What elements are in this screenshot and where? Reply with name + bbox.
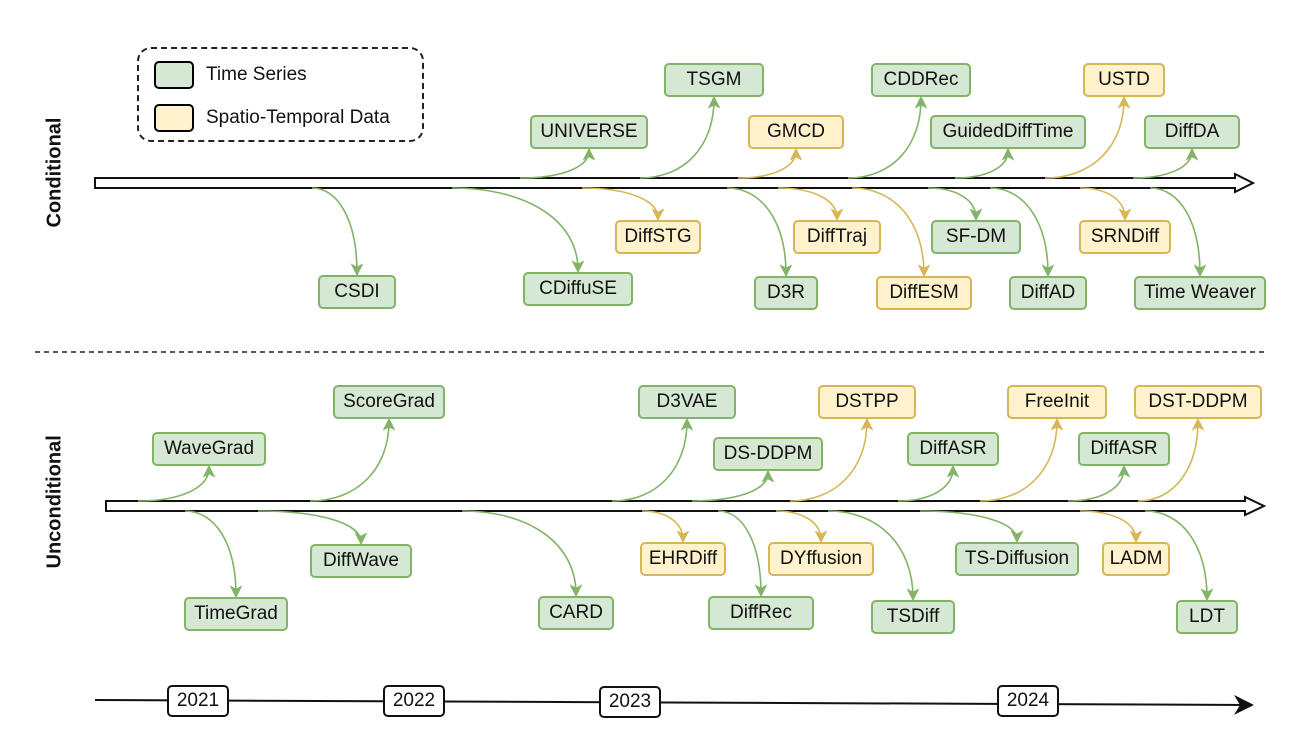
method-node-dstpp: DSTPP — [818, 385, 916, 419]
method-node-ldt: LDT — [1176, 600, 1238, 634]
conditional-section-label: Conditional — [43, 117, 66, 228]
connector-arrow — [611, 417, 694, 502]
legend: Time Series Spatio-Temporal Data — [137, 47, 424, 142]
method-node-cdiffuse: CDiffuSE — [523, 272, 633, 306]
connector-arrow — [1132, 147, 1199, 179]
method-node-wavegrad: WaveGrad — [152, 432, 266, 466]
method-node-dyffusion: DYffusion — [768, 542, 874, 576]
method-node-timegrad: TimeGrad — [184, 597, 288, 631]
method-node-ds-ddpm: DS-DDPM — [713, 437, 823, 471]
method-node-diffwave: DiffWave — [310, 544, 412, 578]
method-node-diffesm: DiffESM — [876, 276, 972, 310]
unconditional-section-label: Unconditional — [43, 435, 66, 569]
connector-arrow — [777, 187, 844, 222]
method-node-gmcd: GMCD — [748, 115, 844, 149]
method-node-tsdiff: TSDiff — [871, 600, 955, 634]
year-2024: 2024 — [997, 685, 1059, 717]
method-node-scoregrad: ScoreGrad — [333, 385, 445, 419]
method-node-d3vae: D3VAE — [638, 385, 736, 419]
connector-arrow — [1079, 510, 1143, 544]
connector-arrow — [639, 95, 721, 179]
connector-arrow — [184, 510, 243, 599]
method-node-diffad: DiffAD — [1009, 276, 1087, 310]
year-axis-line — [94, 694, 1254, 715]
method-node-cddrec: CDDRec — [871, 63, 971, 97]
method-node-ehrdiff: EHRDiff — [640, 542, 726, 576]
method-node-csdi: CSDI — [318, 275, 396, 309]
connector-arrow — [954, 147, 1015, 179]
connector-arrow — [1067, 464, 1131, 502]
year-2021: 2021 — [167, 685, 229, 717]
method-node-ladm: LADM — [1102, 542, 1170, 576]
method-node-diffasr: DiffASR — [1078, 432, 1170, 466]
legend-swatch-time-series — [154, 61, 194, 89]
legend-label-time-series: Time Series — [206, 64, 307, 85]
method-node-difftraj: DiffTraj — [793, 220, 881, 254]
method-node-guideddifftime: GuidedDiffTime — [930, 115, 1086, 149]
connector-arrow — [919, 510, 1024, 544]
connector-arrow — [851, 187, 931, 278]
method-node-ustd: USTD — [1083, 63, 1165, 97]
method-node-sf-dm: SF-DM — [931, 220, 1021, 254]
connector-arrow — [847, 95, 928, 179]
method-node-card: CARD — [538, 596, 614, 630]
connector-arrow — [1044, 95, 1131, 179]
connector-arrow — [789, 417, 874, 502]
year-2023: 2023 — [599, 686, 661, 718]
connector-arrow — [737, 147, 803, 179]
method-node-diffrec: DiffRec — [708, 596, 814, 630]
conditional-timeline-arrow — [94, 172, 1256, 194]
connector-arrow — [1079, 187, 1132, 222]
year-2022: 2022 — [383, 685, 445, 717]
method-node-tsgm: TSGM — [664, 63, 764, 97]
method-node-time-weaver: Time Weaver — [1134, 276, 1266, 310]
method-node-dst-ddpm: DST-DDPM — [1134, 385, 1262, 419]
connector-arrow — [641, 510, 690, 544]
connector-arrow — [1144, 510, 1214, 602]
connector-arrow — [827, 510, 920, 602]
connector-arrow — [311, 187, 364, 277]
connector-arrow — [717, 510, 768, 598]
connector-arrow — [257, 510, 368, 546]
method-node-srndiff: SRNDiff — [1079, 220, 1171, 254]
legend-label-spatio-temporal: Spatio-Temporal Data — [206, 107, 390, 128]
connector-arrow — [775, 510, 828, 544]
connector-arrow — [581, 187, 665, 222]
connector-arrow — [451, 187, 585, 274]
connector-arrow — [726, 187, 793, 278]
legend-swatch-spatio-temporal — [154, 104, 194, 132]
connector-arrow — [927, 187, 983, 222]
connector-arrow — [691, 469, 775, 502]
connector-arrow — [137, 464, 216, 502]
connector-arrow — [989, 187, 1055, 278]
method-node-universe: UNIVERSE — [530, 115, 648, 149]
unconditional-timeline-arrow — [105, 495, 1267, 517]
method-node-freeinit: FreeInit — [1007, 385, 1107, 419]
method-node-diffstg: DiffSTG — [615, 220, 701, 254]
connector-arrow — [897, 464, 960, 502]
connector-arrow — [461, 510, 583, 598]
connector-arrow — [1149, 187, 1207, 278]
method-node-diffasr: DiffASR — [907, 432, 999, 466]
connector-arrow — [519, 147, 596, 179]
connector-arrow — [1137, 417, 1205, 502]
method-node-d3r: D3R — [754, 276, 818, 310]
connector-arrow — [979, 417, 1064, 502]
method-node-diffda: DiffDA — [1144, 115, 1240, 149]
connector-arrow — [309, 417, 396, 502]
method-node-ts-diffusion: TS-Diffusion — [955, 542, 1079, 576]
